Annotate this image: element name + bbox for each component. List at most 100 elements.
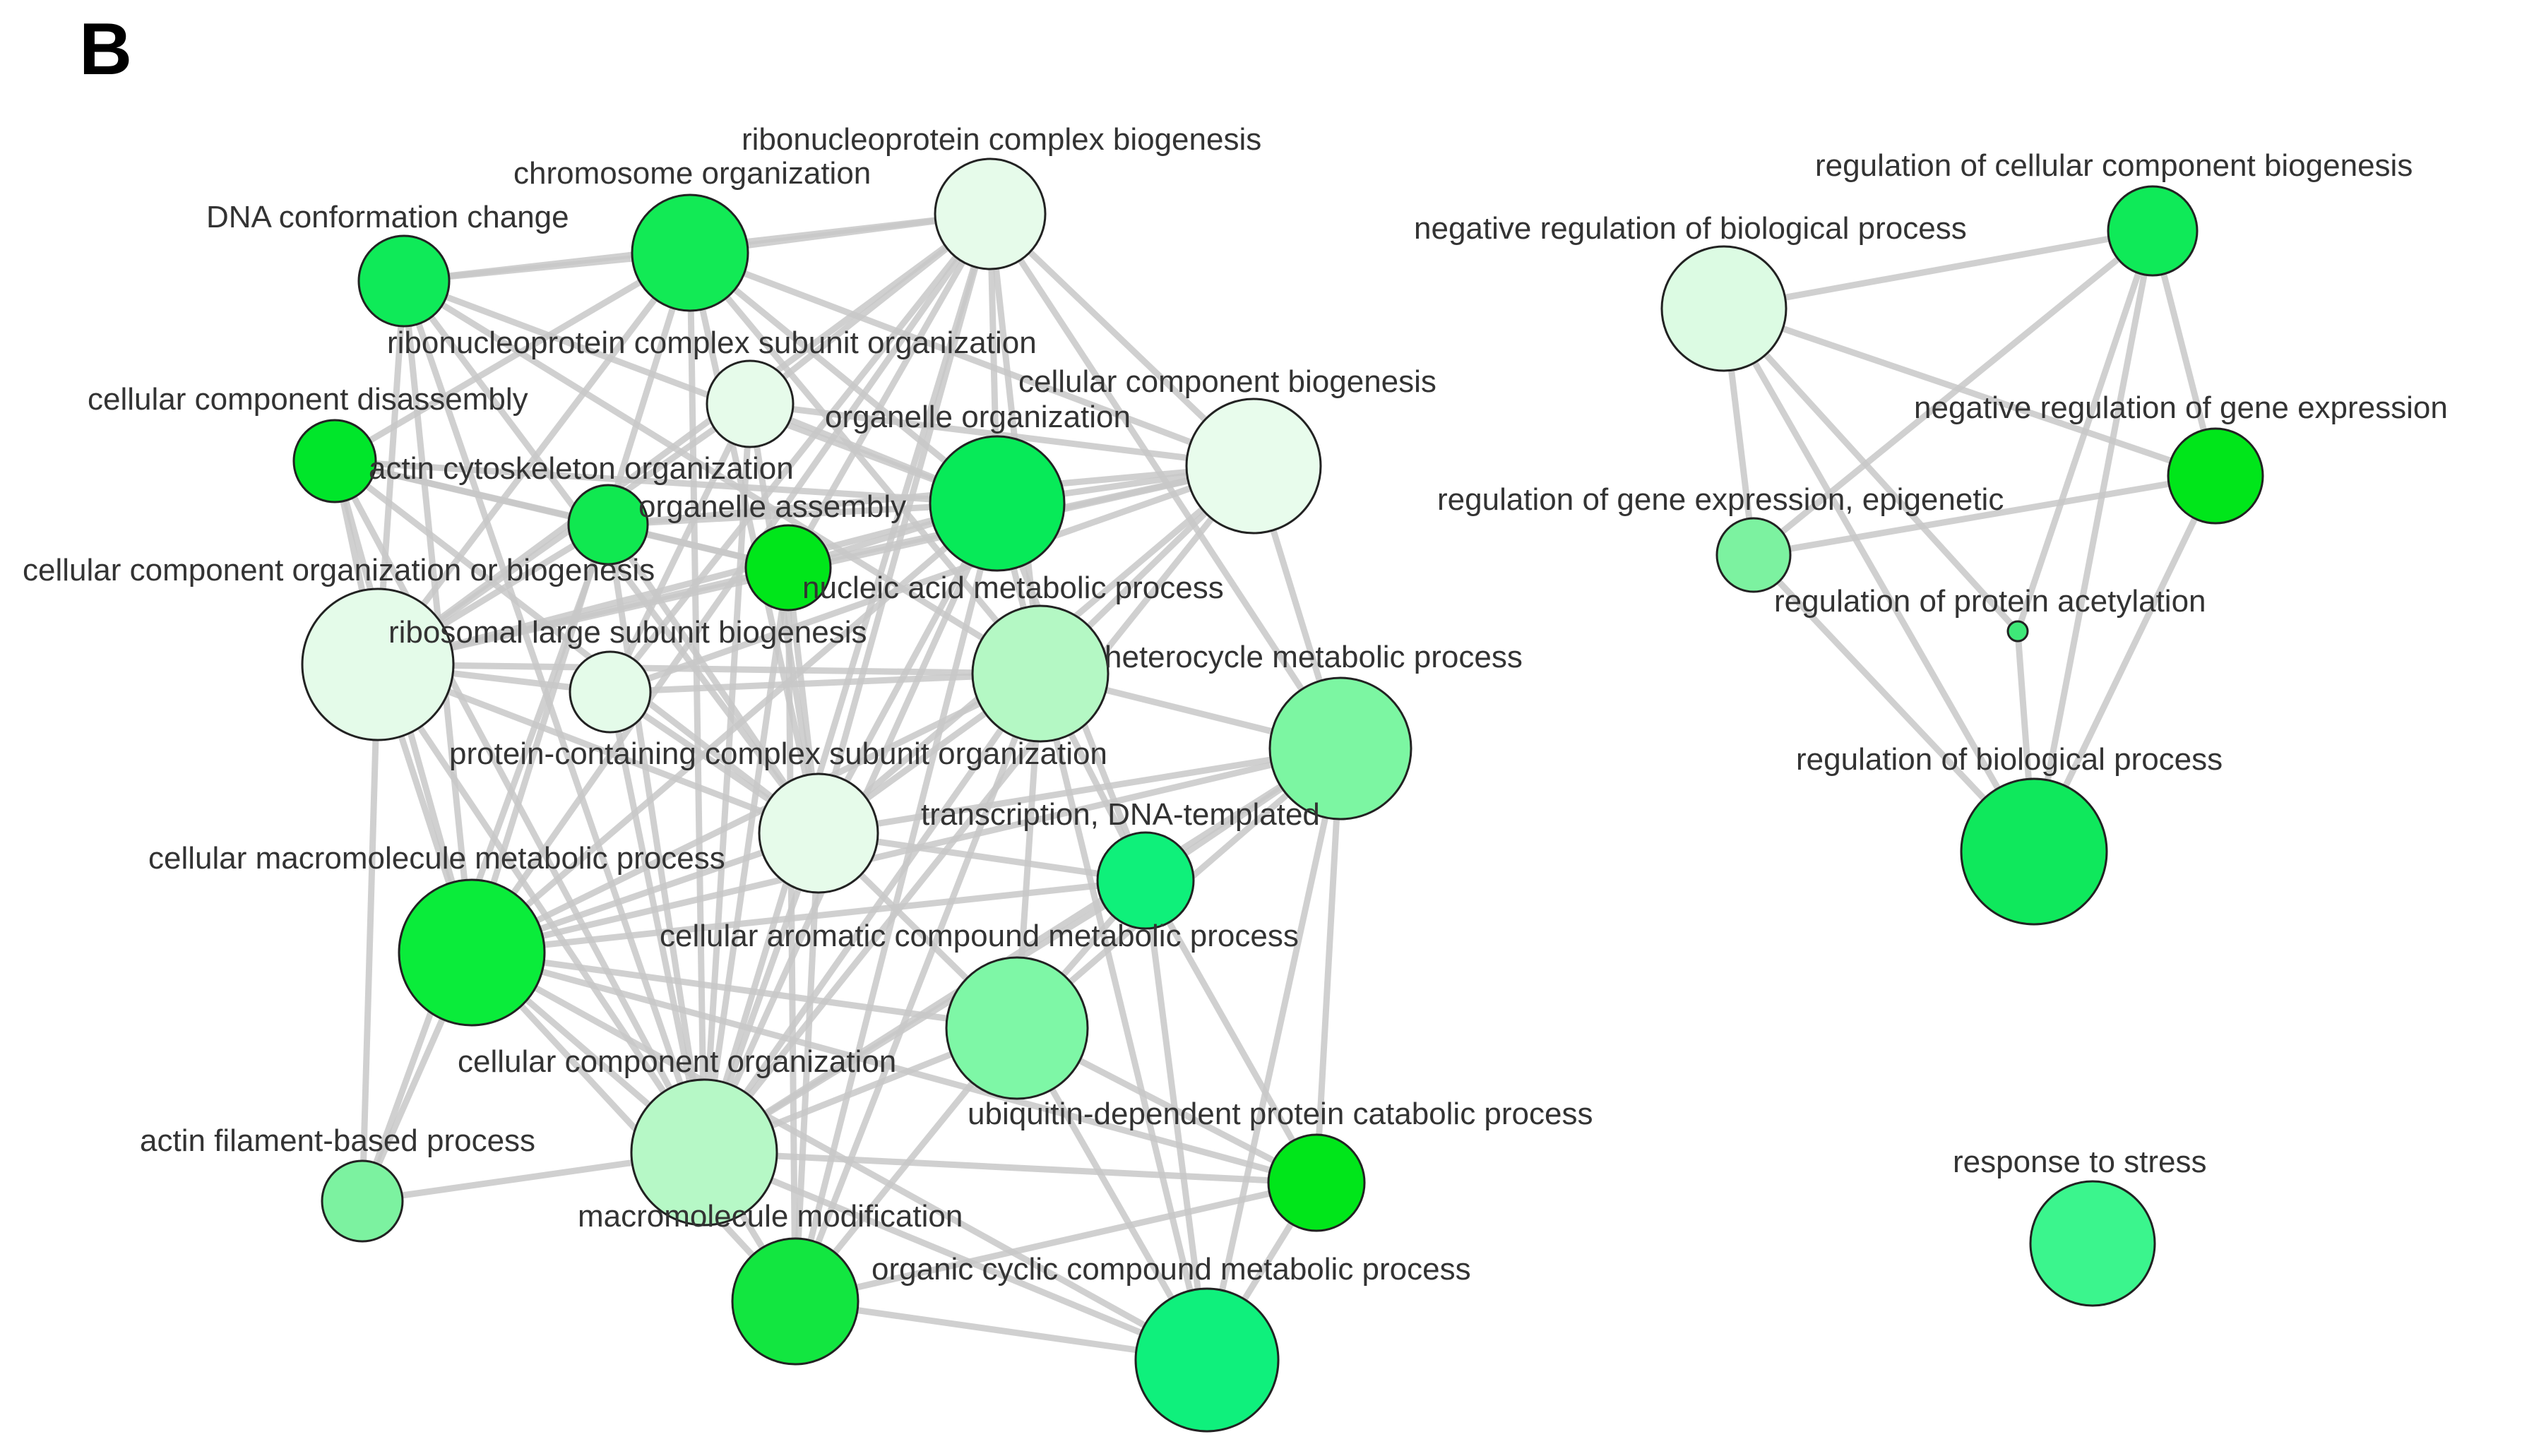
- edge-cellular-component-organization--ubiquitin-dependent-protein-catabolic-process: [701, 1149, 1320, 1186]
- edge-chromosome-organization--cellular-component-organization: [686, 249, 708, 1156]
- edge-ribonucleoprotein-complex-subunit-organization--ribosomal-large-subunit-biogenesis: [607, 400, 754, 696]
- node-ribosomal-large-subunit-biogenesis[interactable]: [569, 650, 652, 734]
- node-label-dna-conformation-change: DNA conformation change: [206, 200, 569, 234]
- edge-actin-cytoskeleton-organization--actin-filament-based-process: [359, 521, 612, 1205]
- edge-ribonucleoprotein-complex-biogenesis--ribosomal-large-subunit-biogenesis: [607, 210, 994, 696]
- node-regulation-of-gene-expression-epigenetic[interactable]: [1715, 517, 1792, 593]
- edge-chromosome-organization--cellular-component-disassembly: [331, 249, 694, 465]
- node-label-regulation-of-protein-acetylation: regulation of protein acetylation: [1774, 584, 2206, 619]
- node-label-chromosome-organization: chromosome organization: [513, 156, 871, 191]
- node-label-ribonucleoprotein-complex-subunit-organization: ribonucleoprotein complex subunit organi…: [387, 326, 1037, 360]
- node-label-response-to-stress: response to stress: [1953, 1145, 2207, 1179]
- node-label-organic-cyclic-compound-metabolic-process: organic cyclic compound metabolic proces…: [872, 1252, 1471, 1287]
- panel-label: B: [79, 8, 133, 90]
- edge-negative-regulation-of-biological-process--negative-regulation-of-gene-expression: [1720, 305, 2219, 479]
- node-negative-regulation-of-biological-process[interactable]: [1660, 245, 1788, 372]
- edge-heterocycle-metabolic-process--ubiquitin-dependent-protein-catabolic-process: [1313, 745, 1344, 1186]
- edge-cellular-component-disassembly--protein-containing-complex-subunit-organization: [331, 458, 822, 837]
- node-label-organelle-organization: organelle organization: [825, 400, 1131, 434]
- edge-cellular-component-disassembly--cellular-component-organization: [331, 458, 708, 1156]
- node-organelle-assembly[interactable]: [744, 524, 832, 611]
- edge-transcription-dna-templated--ubiquitin-dependent-protein-catabolic-process: [1142, 877, 1320, 1186]
- edge-ubiquitin-dependent-protein-catabolic-process--macromolecule-modification: [792, 1179, 1320, 1305]
- node-actin-cytoskeleton-organization[interactable]: [567, 484, 649, 566]
- node-regulation-of-biological-process[interactable]: [1960, 777, 2108, 926]
- node-label-cellular-aromatic-compound-metabolic-process: cellular aromatic compound metabolic pro…: [660, 919, 1299, 953]
- node-ribonucleoprotein-complex-biogenesis[interactable]: [934, 157, 1047, 270]
- node-label-cellular-macromolecule-metabolic-process: cellular macromolecule metabolic process: [148, 841, 725, 876]
- edge-chromosome-organization--cellular-component-organization-or-biogenesis: [374, 249, 694, 668]
- edge-regulation-of-cellular-component-biogenesis--regulation-of-biological-process: [2030, 227, 2156, 855]
- node-cellular-aromatic-compound-metabolic-process[interactable]: [945, 956, 1089, 1100]
- node-label-ribonucleoprotein-complex-biogenesis: ribonucleoprotein complex biogenesis: [742, 122, 1261, 157]
- node-label-cellular-component-disassembly: cellular component disassembly: [88, 382, 528, 417]
- node-label-cellular-component-organization: cellular component organization: [458, 1044, 896, 1079]
- edge-cellular-macromolecule-metabolic-process--cellular-aromatic-compound-metabolic-process: [468, 949, 1021, 1032]
- edge-organelle-organization--macromolecule-modification: [792, 500, 1001, 1305]
- edge-organelle-organization--cellular-macromolecule-metabolic-process: [468, 500, 1001, 956]
- edge-cellular-component-organization-or-biogenesis--nucleic-acid-metabolic-process: [374, 661, 1044, 677]
- edge-negative-regulation-of-biological-process--regulation-of-protein-acetylation: [1720, 305, 2021, 635]
- node-heterocycle-metabolic-process[interactable]: [1268, 676, 1412, 821]
- edge-ribonucleoprotein-complex-subunit-organization--protein-containing-complex-subunit-organization: [747, 400, 822, 837]
- node-label-ribosomal-large-subunit-biogenesis: ribosomal large subunit biogenesis: [388, 615, 867, 650]
- edge-chromosome-organization--nucleic-acid-metabolic-process: [686, 249, 1044, 677]
- edge-negative-regulation-of-biological-process--regulation-of-biological-process: [1720, 305, 2038, 855]
- edge-cellular-macromolecule-metabolic-process--ubiquitin-dependent-protein-catabolic-process: [468, 949, 1320, 1186]
- node-ribonucleoprotein-complex-subunit-organization[interactable]: [706, 359, 795, 448]
- edge-cellular-component-organization-or-biogenesis--protein-containing-complex-subunit-organization: [374, 661, 822, 837]
- edge-chromosome-organization--cellular-component-biogenesis: [686, 249, 1257, 470]
- edge-regulation-of-cellular-component-biogenesis--regulation-of-gene-expression-epigenetic: [1750, 227, 2156, 559]
- edge-regulation-of-cellular-component-biogenesis--negative-regulation-of-biological-process: [1720, 227, 2156, 312]
- node-organic-cyclic-compound-metabolic-process[interactable]: [1134, 1287, 1280, 1433]
- node-nucleic-acid-metabolic-process[interactable]: [971, 604, 1110, 743]
- edge-nucleic-acid-metabolic-process--organic-cyclic-compound-metabolic-process: [1037, 670, 1211, 1363]
- node-protein-containing-complex-subunit-organization[interactable]: [758, 772, 879, 894]
- edge-protein-containing-complex-subunit-organization--macromolecule-modification: [792, 830, 822, 1305]
- node-cellular-component-biogenesis[interactable]: [1185, 398, 1322, 535]
- edge-cellular-component-organization-or-biogenesis--cellular-component-organization: [374, 661, 708, 1156]
- node-label-regulation-of-cellular-component-biogenesis: regulation of cellular component biogene…: [1815, 148, 2413, 183]
- node-cellular-macromolecule-metabolic-process[interactable]: [398, 878, 546, 1027]
- node-label-negative-regulation-of-gene-expression: negative regulation of gene expression: [1914, 390, 2448, 425]
- edge-cellular-component-biogenesis--ribosomal-large-subunit-biogenesis: [607, 463, 1257, 696]
- node-actin-filament-based-process[interactable]: [321, 1159, 404, 1243]
- edge-heterocycle-metabolic-process--organic-cyclic-compound-metabolic-process: [1203, 745, 1344, 1363]
- edge-nucleic-acid-metabolic-process--cellular-macromolecule-metabolic-process: [468, 670, 1044, 956]
- node-organelle-organization[interactable]: [929, 435, 1066, 572]
- edge-actin-cytoskeleton-organization--protein-containing-complex-subunit-organization: [605, 521, 822, 837]
- node-label-negative-regulation-of-biological-process: negative regulation of biological proces…: [1414, 211, 1967, 246]
- node-label-macromolecule-modification: macromolecule modification: [578, 1199, 963, 1234]
- edge-organelle-assembly--macromolecule-modification: [785, 564, 799, 1305]
- node-label-actin-cytoskeleton-organization: actin cytoskeleton organization: [369, 451, 794, 486]
- node-label-regulation-of-biological-process: regulation of biological process: [1796, 742, 2223, 777]
- node-cellular-component-organization[interactable]: [630, 1078, 778, 1227]
- node-label-cellular-component-biogenesis: cellular component biogenesis: [1018, 364, 1437, 399]
- node-chromosome-organization[interactable]: [631, 193, 749, 312]
- edge-actin-cytoskeleton-organization--cellular-component-organization: [605, 521, 708, 1156]
- node-label-transcription-dna-templated: transcription, DNA-templated: [921, 797, 1320, 832]
- node-regulation-of-protein-acetylation[interactable]: [2006, 620, 2029, 643]
- node-transcription-dna-templated[interactable]: [1096, 831, 1195, 930]
- edge-heterocycle-metabolic-process--cellular-macromolecule-metabolic-process: [468, 745, 1344, 956]
- node-cellular-component-organization-or-biogenesis[interactable]: [301, 587, 455, 741]
- node-dna-conformation-change[interactable]: [357, 234, 451, 328]
- edge-dna-conformation-change--nucleic-acid-metabolic-process: [400, 278, 1044, 677]
- edge-ribonucleoprotein-complex-subunit-organization--cellular-component-biogenesis: [747, 400, 1257, 470]
- node-regulation-of-cellular-component-biogenesis[interactable]: [2107, 185, 2199, 277]
- node-label-heterocycle-metabolic-process: heterocycle metabolic process: [1105, 640, 1523, 674]
- labels-layer: ribonucleoprotein complex biogenesischro…: [23, 122, 2448, 1287]
- node-cellular-component-disassembly[interactable]: [292, 419, 377, 503]
- node-response-to-stress[interactable]: [2029, 1180, 2156, 1307]
- edge-dna-conformation-change--cellular-component-organization: [400, 278, 708, 1156]
- node-ubiquitin-dependent-protein-catabolic-process[interactable]: [1267, 1133, 1366, 1232]
- node-label-cellular-component-organization-or-biogenesis: cellular component organization or bioge…: [23, 553, 655, 587]
- edge-ribonucleoprotein-complex-biogenesis--organelle-assembly: [785, 210, 994, 571]
- node-label-protein-containing-complex-subunit-organization: protein-containing complex subunit organ…: [449, 736, 1107, 771]
- edge-transcription-dna-templated--cellular-macromolecule-metabolic-process: [468, 877, 1149, 956]
- node-macromolecule-modification[interactable]: [731, 1237, 859, 1366]
- edge-nucleic-acid-metabolic-process--cellular-component-organization: [701, 670, 1044, 1156]
- node-negative-regulation-of-gene-expression[interactable]: [2167, 427, 2264, 525]
